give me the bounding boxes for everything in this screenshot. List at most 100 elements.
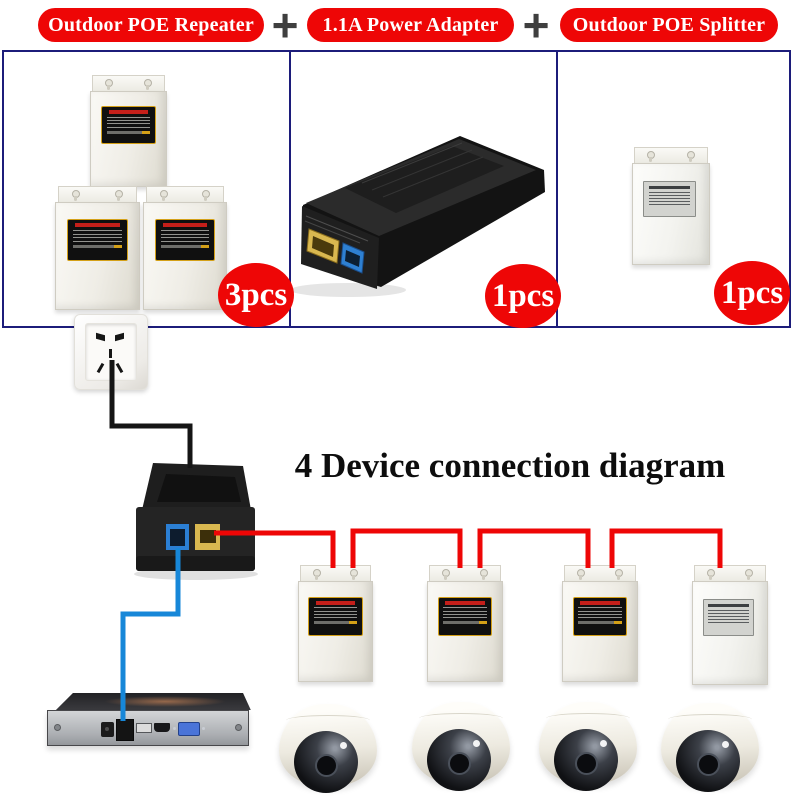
mount-plate bbox=[564, 565, 636, 581]
box-body bbox=[632, 163, 710, 265]
mount-plate bbox=[694, 565, 766, 581]
spec-label bbox=[437, 596, 493, 637]
keyhole-icon bbox=[442, 569, 451, 580]
socket-face bbox=[85, 323, 137, 381]
ethernet-port bbox=[116, 719, 134, 741]
plus-icon: + bbox=[271, 0, 299, 51]
diagram-title: 4 Device connection diagram bbox=[294, 446, 726, 485]
box-body bbox=[692, 581, 768, 685]
camera-dome bbox=[427, 729, 491, 791]
camera-lens bbox=[315, 754, 338, 777]
dome-highlight bbox=[473, 740, 480, 747]
qty-badge-repeater: 3pcs bbox=[218, 263, 294, 327]
poe-splitter-product bbox=[632, 147, 710, 265]
keyhole-icon bbox=[159, 190, 168, 201]
box-body bbox=[298, 581, 373, 682]
socket-hole bbox=[96, 332, 105, 342]
box-body bbox=[562, 581, 638, 682]
dome-highlight bbox=[722, 741, 729, 748]
spec-label bbox=[100, 106, 157, 144]
dome-highlight bbox=[600, 740, 607, 747]
keyhole-icon bbox=[686, 151, 695, 162]
mount-plate bbox=[145, 186, 225, 202]
keyhole-icon bbox=[577, 569, 586, 580]
keyhole-icon bbox=[350, 569, 359, 580]
box-body bbox=[427, 581, 503, 682]
diagram-poe-repeater-2 bbox=[427, 565, 503, 682]
poe-cable-segment-2 bbox=[350, 528, 463, 568]
keyhole-icon bbox=[143, 79, 152, 90]
qty-badge-splitter: 1pcs bbox=[714, 261, 790, 325]
diagram-poe-repeater-1 bbox=[298, 565, 373, 682]
spec-label bbox=[572, 596, 628, 637]
plus-icon: + bbox=[522, 0, 550, 51]
socket-hole bbox=[115, 332, 124, 342]
mount-plate bbox=[634, 147, 708, 163]
poe-power-adapter-product bbox=[290, 136, 545, 297]
box-body bbox=[55, 202, 140, 310]
keyhole-icon bbox=[71, 190, 80, 201]
keyhole-icon bbox=[115, 190, 124, 201]
box-body bbox=[90, 91, 167, 187]
wall-power-outlet bbox=[74, 314, 148, 390]
spec-label bbox=[66, 218, 129, 262]
box-body bbox=[143, 202, 227, 310]
keyhole-icon bbox=[647, 151, 656, 162]
spec-label bbox=[702, 599, 755, 637]
nvr-rear-panel bbox=[47, 710, 249, 746]
pill-outdoor-poe-splitter: Outdoor POE Splitter bbox=[560, 8, 778, 42]
vga-port bbox=[173, 722, 205, 736]
qty-badge-adapter: 1pcs bbox=[485, 264, 561, 328]
camera-dome bbox=[676, 730, 740, 792]
poe-cable-segment-4 bbox=[609, 528, 723, 568]
camera-lens bbox=[448, 752, 471, 775]
usb-port bbox=[136, 723, 152, 733]
spec-label bbox=[154, 218, 216, 262]
pill-outdoor-poe-repeater: Outdoor POE Repeater bbox=[38, 8, 264, 42]
dome-camera-2 bbox=[412, 702, 510, 796]
poe-injector bbox=[134, 463, 258, 580]
dome-highlight bbox=[340, 742, 347, 749]
keyhole-icon bbox=[707, 569, 716, 580]
housing-seam bbox=[418, 713, 504, 724]
poe-repeater-product bbox=[143, 186, 227, 310]
housing-seam bbox=[667, 714, 753, 725]
spec-label bbox=[308, 596, 363, 637]
poe-repeater-product bbox=[90, 75, 167, 187]
keyhole-icon bbox=[744, 569, 753, 580]
panel-divider bbox=[289, 50, 291, 328]
nvr-recorder bbox=[45, 693, 255, 753]
camera-dome bbox=[294, 731, 358, 793]
camera-dome bbox=[554, 729, 618, 791]
dome-camera-1 bbox=[279, 704, 377, 798]
keyhole-icon bbox=[312, 569, 321, 580]
keyhole-icon bbox=[202, 190, 211, 201]
reflection bbox=[103, 695, 226, 708]
camera-lens bbox=[697, 753, 720, 776]
diagram-poe-splitter bbox=[692, 565, 768, 685]
poe-cable-segment-3 bbox=[477, 528, 591, 568]
nvr-top-cover bbox=[55, 693, 251, 710]
keyhole-icon bbox=[479, 569, 488, 580]
socket-hole bbox=[115, 362, 124, 374]
dome-camera-3 bbox=[539, 702, 637, 796]
diagram-poe-repeater-3 bbox=[562, 565, 638, 682]
hdmi-port bbox=[154, 723, 170, 732]
housing-seam bbox=[285, 715, 371, 726]
keyhole-icon bbox=[105, 79, 114, 90]
keyhole-icon bbox=[614, 569, 623, 580]
spec-label bbox=[642, 181, 697, 217]
housing-seam bbox=[545, 713, 631, 724]
socket-hole bbox=[109, 349, 112, 358]
camera-lens bbox=[575, 752, 598, 775]
pill-power-adapter: 1.1A Power Adapter bbox=[307, 8, 514, 42]
power-jack bbox=[101, 722, 114, 737]
dome-camera-4 bbox=[661, 703, 759, 797]
panel-divider bbox=[556, 50, 558, 328]
socket-hole bbox=[96, 362, 105, 374]
mount-plate bbox=[57, 186, 138, 202]
poe-repeater-product bbox=[55, 186, 140, 310]
mount-plate bbox=[92, 75, 165, 91]
mount-plate bbox=[300, 565, 371, 581]
